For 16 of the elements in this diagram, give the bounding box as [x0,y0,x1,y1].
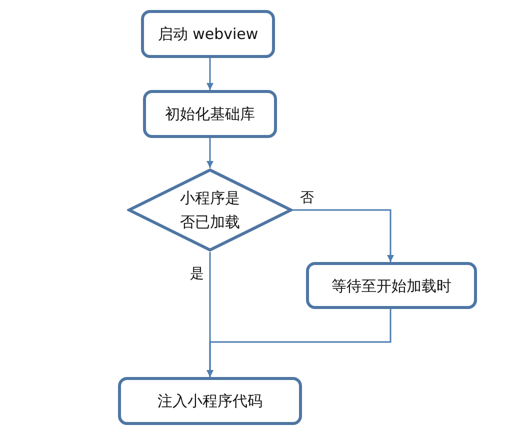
node-text: 等待至开始加载时 [332,276,452,296]
node-text: 启动 webview [158,24,258,45]
process-box [306,262,477,309]
arrow [206,58,214,90]
process-box [141,10,275,58]
decision-diamond [127,168,293,252]
arrow [293,209,394,262]
process-box [143,90,277,138]
node-text: 注入小程序代码 [158,391,262,412]
arrow [206,309,392,377]
edge-label: 是 [189,266,205,282]
edge-label: 否 [299,190,315,206]
node-text: 初始化基础库 [165,104,255,125]
process-box [118,377,302,425]
arrow [206,138,214,168]
node-text: 小程序是否已加载 [179,188,241,233]
